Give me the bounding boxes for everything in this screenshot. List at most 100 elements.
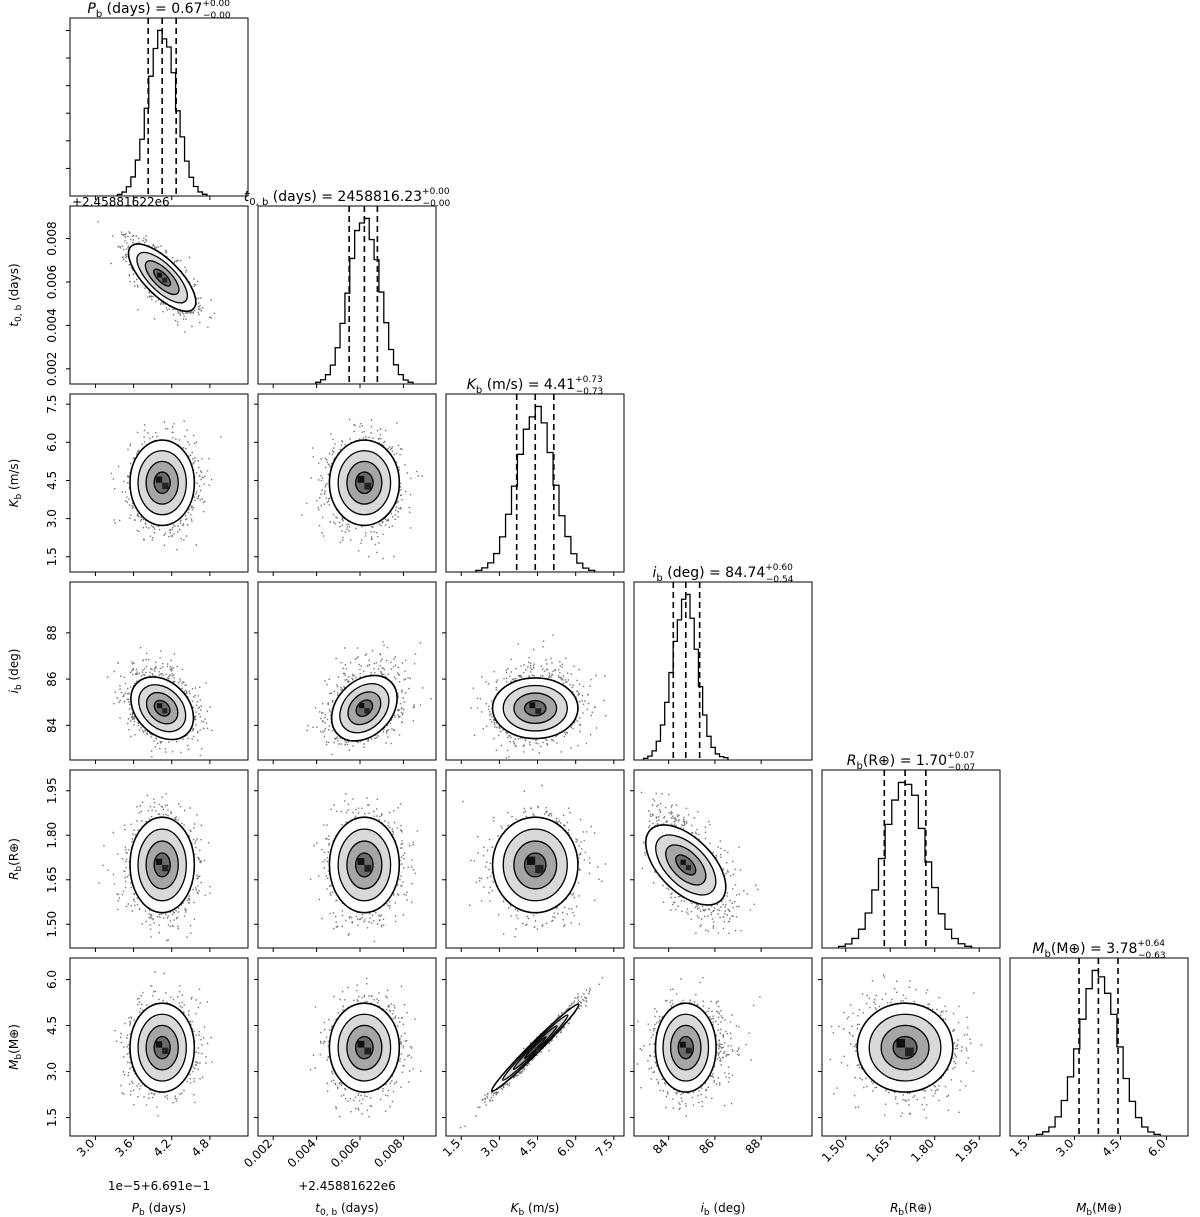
panel-t0_b-K_b	[254, 393, 437, 576]
frame-M_b-M_b	[1009, 957, 1189, 1137]
frame-P_b-i_b	[69, 581, 249, 761]
density-peak-R_b-M_b	[896, 1038, 906, 1048]
ylabel-t0_b-unit: (days)	[7, 263, 21, 305]
ytick-label-M_b-2: 4.5	[45, 1016, 59, 1035]
ytick-label-R_b-1: 1.65	[45, 866, 59, 893]
xtick-label-P_b-2: 4.2	[150, 1136, 173, 1159]
xlabel-K_b-unit: (m/s)	[524, 1201, 559, 1215]
density-peak-P_b-K_b	[155, 476, 163, 483]
scatter-points-P_b-K_b	[110, 420, 222, 551]
ylabel-K_b-sub: b	[14, 494, 24, 500]
scatter-P_b-K_b	[110, 420, 222, 551]
title-K_b-plus: +0.73	[575, 375, 603, 385]
xtick-label-P_b-3: 4.8	[189, 1136, 212, 1159]
frame-t0_b-i_b	[257, 581, 437, 761]
ytick-label-i_b-1: 86	[45, 671, 59, 686]
xtick-label-i_b-2: 88	[743, 1136, 764, 1157]
xtick-label-R_b-0: 1.50	[819, 1136, 848, 1165]
title-M_b-sym: M	[1032, 941, 1044, 957]
title-K_b-sym: K	[467, 377, 478, 393]
ytick-label-K_b-2: 4.5	[45, 471, 59, 490]
ytick-label-M_b-1: 3.0	[45, 1062, 59, 1081]
scatter-i_b-R_b	[640, 791, 759, 934]
xlabel-i_b-sym: i	[701, 1201, 705, 1215]
title-t0_b-plus: +0.00	[422, 187, 450, 197]
scatter-P_b-t0_b	[97, 221, 216, 333]
title-i_b-plus: +0.60	[765, 563, 793, 573]
xtick-label-M_b-3: 6.0	[1145, 1136, 1168, 1159]
ytick-label-K_b-1: 3.0	[45, 509, 59, 528]
density-peak2-i_b-R_b	[685, 864, 692, 871]
xlabel-P_b-unit: (days)	[145, 1201, 187, 1215]
ylabel-i_b-sym: i	[7, 689, 21, 693]
frame-t0_b-M_b	[257, 957, 437, 1137]
title-P_b-unit: (days) = 0.67	[102, 1, 202, 17]
scatter-K_b-M_b	[459, 977, 604, 1129]
frame-P_b-R_b	[69, 769, 249, 949]
title-P_b-sub: b	[96, 9, 102, 20]
density-peak2-P_b-i_b	[162, 708, 168, 714]
density-peak2-t0_b-R_b	[364, 864, 372, 872]
title-i_b-sym: i	[653, 565, 657, 581]
ylabel-R_b-sub: b	[14, 866, 24, 872]
title-K_b-sub: b	[476, 385, 482, 396]
density-peak-t0_b-i_b	[359, 702, 365, 709]
panel-R_b-R_b	[821, 769, 1001, 952]
density-peak-K_b-M_b	[530, 1042, 536, 1048]
panel-i_b-i_b	[633, 581, 813, 764]
title-K_b: Kb (m/s) = 4.41+0.73 −0.73	[467, 375, 604, 397]
scatter-P_b-i_b	[107, 647, 213, 758]
ytick-label-t0_b-0: 0.002	[45, 352, 59, 386]
ylabel-M_b: Mb(M⊕)	[7, 1024, 24, 1070]
density-peak-P_b-R_b	[155, 858, 163, 865]
xtick-label-R_b-1: 1.65	[864, 1136, 893, 1165]
ytick-label-t0_b-3: 0.008	[45, 221, 59, 255]
title-K_b-minus: −0.73	[576, 387, 604, 397]
xlabel-K_b-sub: b	[518, 1208, 524, 1217]
ytick-label-K_b-4: 7.5	[45, 395, 59, 414]
scatter-t0_b-K_b	[301, 418, 423, 560]
title-M_b-unit: (M⊕) = 3.78	[1051, 941, 1138, 957]
frame-R_b-M_b	[821, 957, 1001, 1137]
xtick-label-t0_b-0: 0.002	[241, 1136, 275, 1170]
panel-t0_b-R_b	[254, 769, 437, 952]
scatter-i_b-M_b	[636, 977, 761, 1117]
title-K_b-unit: (m/s) = 4.41	[482, 377, 575, 393]
xtick-label-K_b-4: 7.5	[593, 1136, 616, 1159]
frame-i_b-i_b	[633, 581, 813, 761]
frame-P_b-M_b	[69, 957, 249, 1137]
xlabel-i_b-unit: (deg)	[710, 1201, 746, 1215]
density-peak-P_b-i_b	[157, 703, 163, 709]
title-P_b-sym: P	[87, 1, 96, 17]
density-peak-K_b-i_b	[529, 702, 536, 709]
frame-K_b-R_b	[445, 769, 625, 949]
xtick-label-t0_b-1: 0.004	[285, 1136, 319, 1170]
xtick-label-t0_b-3: 0.008	[371, 1136, 405, 1170]
density-peak-i_b-M_b	[679, 1041, 686, 1048]
density-peak-t0_b-K_b	[357, 475, 365, 483]
title-i_b: ib (deg) = 84.74+0.60−0.54	[653, 563, 794, 585]
frame-t0_b-t0_b	[257, 205, 437, 385]
ytick-label-M_b-3: 6.0	[45, 970, 59, 989]
xtick-label-M_b-1: 3.0	[1053, 1136, 1076, 1159]
xlabel-R_b-unit: (R⊕)	[904, 1201, 932, 1215]
panel-P_b-P_b: +2.45881622e6	[66, 17, 249, 209]
scatter-K_b-i_b	[470, 634, 607, 759]
scatter-R_b-M_b	[829, 974, 982, 1119]
title-t0_b-sym: t	[244, 189, 250, 205]
scatter-t0_b-i_b	[306, 641, 432, 756]
ylabel-R_b-unit: (R⊕)	[7, 838, 21, 866]
title-M_b-sub: b	[1045, 949, 1051, 960]
ylabel-M_b-sym: M	[7, 1059, 21, 1070]
ylabel-t0_b-sub: 0, b	[14, 305, 24, 322]
density-peak2-P_b-K_b	[162, 482, 169, 490]
title-t0_b-unit: (days) = 2458816.23	[268, 189, 422, 205]
ylabel-K_b-unit: (m/s)	[7, 459, 21, 494]
ytick-label-K_b-0: 1.5	[45, 547, 59, 566]
panel-t0_b-t0_b	[257, 205, 437, 388]
